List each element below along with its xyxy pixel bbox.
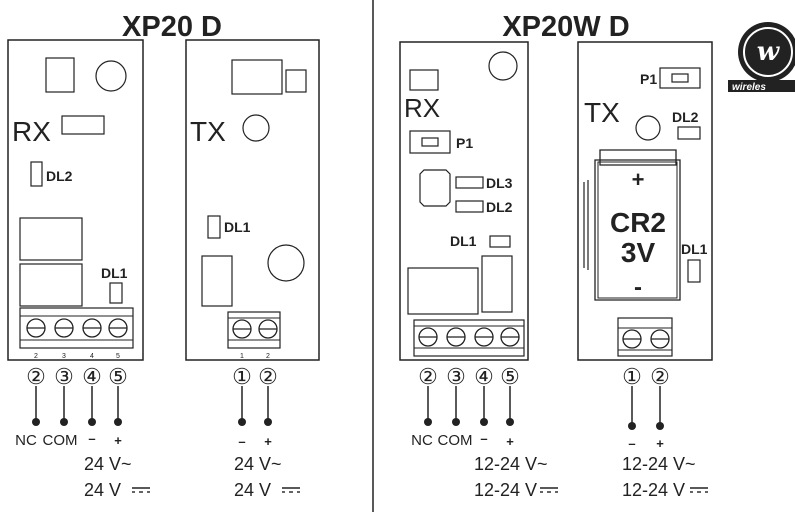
right-tx-terminal-plus: + xyxy=(656,436,664,451)
right-rx-terminal-minus: – xyxy=(480,431,487,446)
right-rx-label: RX xyxy=(404,93,440,123)
battery-name: CR2 xyxy=(610,207,666,238)
left-title: XP20 D xyxy=(122,11,222,43)
left-tx-dl1: DL1 xyxy=(224,219,251,235)
battery-plus: + xyxy=(632,167,645,192)
left-rx-label: RX xyxy=(12,116,51,147)
right-tx-board: P1 TX DL2 + CR2 3V - DL1 xyxy=(577,41,713,361)
battery-voltage: 3V xyxy=(621,237,656,268)
right-rx-circle-number: ④ xyxy=(474,364,494,389)
right-title: XP20W D xyxy=(502,11,629,43)
left-rx-terminal-com: COM xyxy=(43,432,78,449)
left-rx-pin-number: 5 xyxy=(116,353,120,360)
logo-text: wireles xyxy=(732,82,766,93)
left-rx-dl2: DL2 xyxy=(46,168,73,184)
right-tx-circle-number: ① xyxy=(622,364,642,389)
right-rx-voltage-ac: 12-24 V~ xyxy=(474,454,548,474)
left-rx-dl1: DL1 xyxy=(101,265,128,281)
right-tx-p1: P1 xyxy=(640,71,657,87)
right-tx-label: TX xyxy=(584,97,620,128)
left-tx-terminal-minus: – xyxy=(238,434,245,449)
left-rx-circle-number: ④ xyxy=(82,364,102,389)
right-tx-voltage-ac: 12-24 V~ xyxy=(622,454,696,474)
right-rx-terminal-com: COM xyxy=(438,432,473,449)
left-tx-circle-number: ① xyxy=(232,364,252,389)
left-tx-pin-number: 1 xyxy=(240,353,244,360)
left-rx-pin-number: 4 xyxy=(90,353,94,360)
battery-minus: - xyxy=(634,274,642,301)
dc-symbol xyxy=(132,487,150,493)
right-tx-terminal-minus: – xyxy=(628,436,635,451)
left-rx-pin-number: 3 xyxy=(62,353,66,360)
right-rx-dl1: DL1 xyxy=(450,233,477,249)
left-tx-label: TX xyxy=(190,116,226,147)
right-tx-circle-number: ② xyxy=(650,364,670,389)
right-rx-circle-number: ③ xyxy=(446,364,466,389)
right-rx-terminal-plus: + xyxy=(506,434,514,449)
left-tx-terminal-plus: + xyxy=(264,434,272,449)
right-rx-terminal-nc: NC xyxy=(411,432,433,449)
left-rx-pin-number: 2 xyxy=(34,353,38,360)
right-rx-dl3: DL3 xyxy=(486,175,513,191)
right-rx-dl2: DL2 xyxy=(486,199,513,215)
left-rx-terminal-nc: NC xyxy=(15,432,37,449)
left-rx-board: RX DL2 DL1 xyxy=(7,39,144,361)
right-tx-dl1: DL1 xyxy=(681,241,708,257)
right-rx-p1: P1 xyxy=(456,135,473,151)
left-tx-voltage-dc: 24 V xyxy=(234,480,271,500)
right-rx-circle-number: ⑤ xyxy=(500,364,520,389)
left-tx-board: TX DL1 xyxy=(185,39,320,361)
left-rx-circle-number: ⑤ xyxy=(108,364,128,389)
left-rx-voltage-ac: 24 V~ xyxy=(84,454,132,474)
left-rx-voltage-dc: 24 V xyxy=(84,480,121,500)
wireless-logo: w wireles xyxy=(728,22,795,93)
left-tx-voltage-ac: 24 V~ xyxy=(234,454,282,474)
left-tx-circle-number: ② xyxy=(258,364,278,389)
left-tx-pin-number: 2 xyxy=(266,353,270,360)
right-rx-board: RX P1 DL3 DL2 DL1 xyxy=(399,41,529,361)
right-tx-dl2: DL2 xyxy=(672,109,699,125)
right-tx-voltage-dc: 12-24 V xyxy=(622,480,685,500)
svg-text:w: w xyxy=(757,37,781,67)
dc-symbol xyxy=(282,487,300,493)
left-rx-circle-number: ③ xyxy=(54,364,74,389)
left-rx-terminal-minus: – xyxy=(88,431,95,446)
right-rx-circle-number: ② xyxy=(418,364,438,389)
dc-symbol xyxy=(690,487,708,493)
left-rx-terminal-plus: + xyxy=(114,433,122,448)
right-rx-voltage-dc: 12-24 V xyxy=(474,480,537,500)
left-rx-circle-number: ② xyxy=(26,364,46,389)
dc-symbol xyxy=(540,487,558,493)
